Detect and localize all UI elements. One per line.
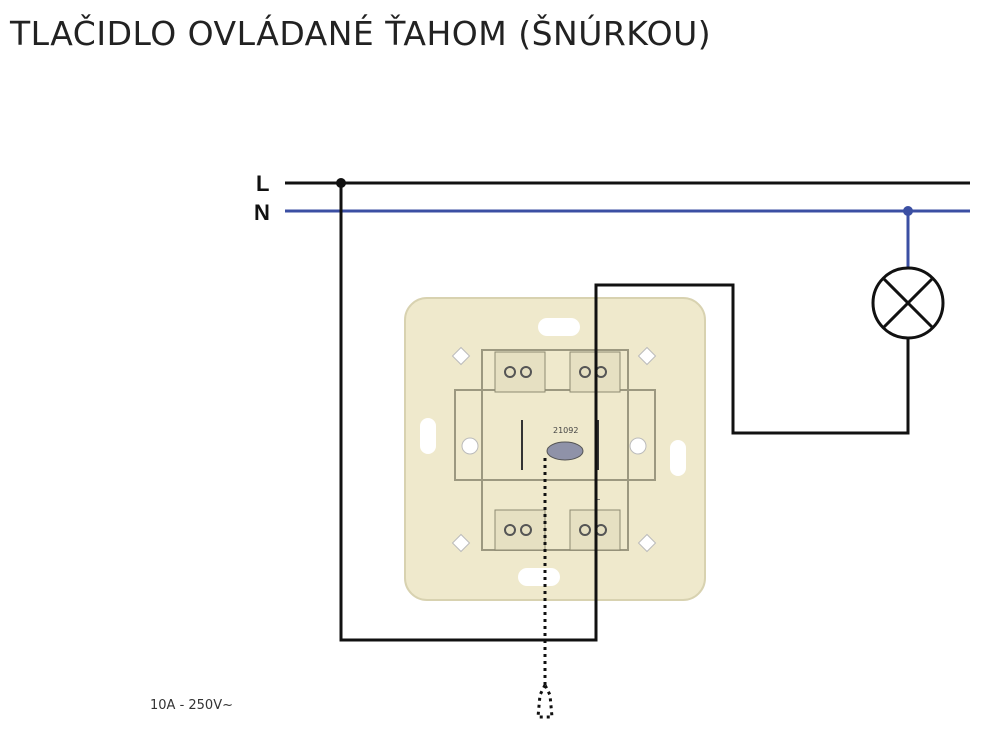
junction-dot-neutral <box>903 206 913 216</box>
junction-dot-live <box>336 178 346 188</box>
device-code: 21092 <box>553 426 578 435</box>
pull-cord <box>536 458 554 719</box>
page-title: TLAČIDLO OVLÁDANÉ ŤAHOM (ŠNÚRKOU) <box>10 14 712 53</box>
switch-wire <box>339 183 910 642</box>
lamp-icon <box>871 266 945 340</box>
switch-mechanism: 21092 L <box>404 297 706 601</box>
terminal-label: L <box>595 493 600 503</box>
rating-label: 10A - 250V~ <box>150 698 233 713</box>
neutral-label: N <box>254 200 270 225</box>
live-label: L <box>256 171 269 196</box>
